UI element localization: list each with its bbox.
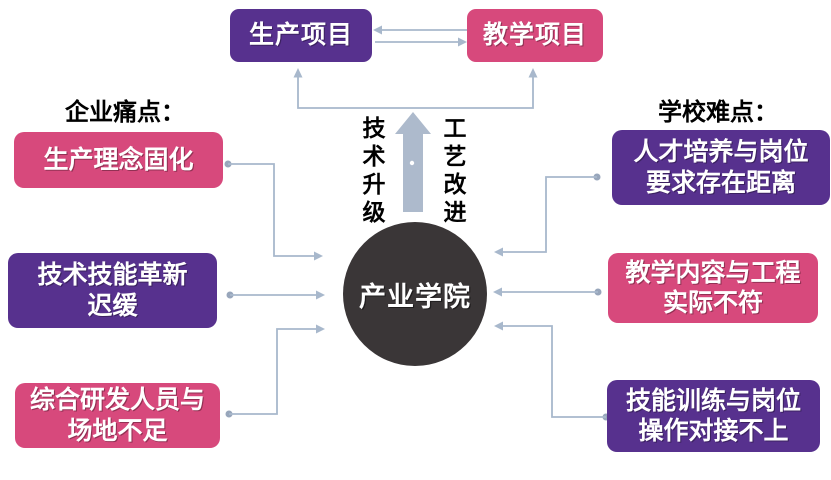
right-connectors — [493, 173, 610, 421]
difficulty-text: 实际不符 — [662, 289, 763, 317]
arrow-up-icon — [528, 68, 538, 78]
teaching-project-label: 教学项目 — [482, 21, 587, 50]
pain-point-text: 技术技能革新 — [37, 261, 188, 289]
difficulty-text: 人才培养与岗位 — [633, 138, 809, 166]
teaching-project-box: 教学项目 — [467, 9, 603, 62]
pain-point-box-production-mindset: 生产理念固化 — [14, 132, 223, 188]
anchor-dot — [409, 160, 415, 166]
left-connectors — [224, 160, 325, 418]
difficulty-text: 教学内容与工程 — [625, 258, 801, 287]
top-exchange-arrows — [373, 25, 467, 47]
industry-college-circle: 产业学院 — [343, 222, 487, 366]
production-project-label: 生产项目 — [248, 21, 353, 50]
pain-point-text: 迟缓 — [87, 291, 138, 320]
arrow-left-icon — [494, 247, 503, 257]
arrow-left-icon — [494, 321, 503, 331]
arrow-left-icon — [493, 287, 502, 297]
arrow-up-icon — [293, 68, 303, 78]
pain-point-box-rnd-resources: 综合研发人员与 场地不足 — [15, 383, 220, 448]
difficulty-text: 技能训练与岗位 — [625, 386, 801, 415]
pain-point-box-skill-renewal: 技术技能革新 迟缓 — [8, 253, 217, 328]
pain-point-text: 生产理念固化 — [43, 145, 194, 174]
difficulty-box-talent-gap: 人才培养与岗位 要求存在距离 — [612, 130, 830, 205]
difficulty-box-training-disconnect: 技能训练与岗位 操作对接不上 — [607, 380, 820, 452]
arrow-right-icon — [314, 251, 323, 261]
top-bracket-connector — [293, 68, 538, 109]
enterprise-pain-points-heading: 企业痛点： — [65, 99, 185, 126]
difficulty-text: 操作对接不上 — [638, 417, 789, 445]
production-project-box: 生产项目 — [230, 9, 372, 62]
arrow-right-icon — [458, 37, 467, 47]
arrow-right-icon — [316, 290, 325, 300]
difficulty-box-content-mismatch: 教学内容与工程 实际不符 — [608, 253, 818, 323]
process-improvement-vertical-label: 工艺改进 — [440, 116, 466, 228]
tech-upgrade-vertical-label: 技术升级 — [359, 116, 385, 228]
difficulty-text: 要求存在距离 — [645, 168, 796, 197]
pain-point-text: 综合研发人员与 — [29, 386, 205, 414]
upgrade-fat-arrow-icon — [395, 112, 431, 212]
school-difficulties-heading: 学校难点： — [658, 99, 778, 126]
arrow-right-icon — [316, 324, 325, 334]
arrow-left-icon — [373, 25, 382, 35]
industry-college-label: 产业学院 — [359, 281, 471, 312]
pain-point-text: 场地不足 — [67, 416, 168, 445]
